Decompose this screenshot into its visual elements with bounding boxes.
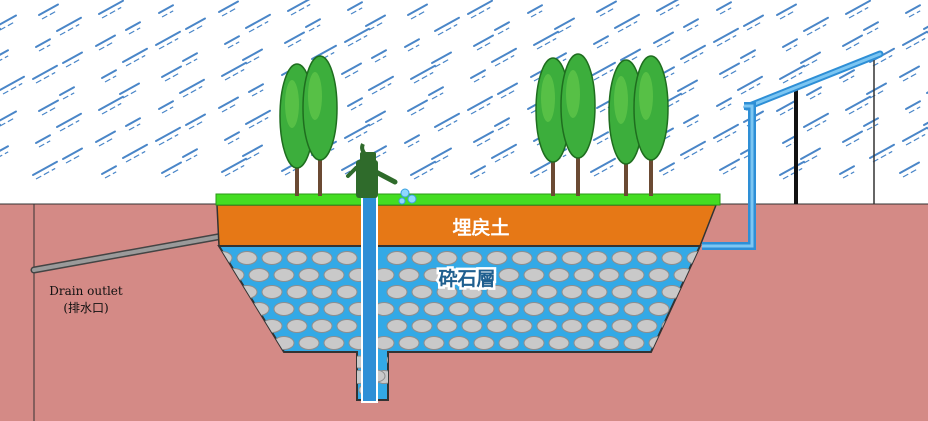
- tree-icon: [535, 57, 571, 196]
- tree-icon: [560, 53, 596, 196]
- tree-icon: [633, 55, 669, 196]
- backfill-label: 埋戻土: [452, 216, 509, 239]
- gravel-layer-label: 砕石層: [438, 268, 495, 290]
- tree-icon: [608, 59, 644, 196]
- downspout-icon: [702, 50, 884, 250]
- trees: [279, 53, 669, 196]
- drain-outlet-label: Drain outlet: [49, 284, 123, 298]
- drain-pipe-icon: [30, 230, 238, 274]
- well-pipe: [361, 195, 378, 403]
- hand-pump-icon: [346, 143, 417, 205]
- tree-icon: [302, 55, 338, 196]
- drain-outlet-jp-label: (排水口): [63, 301, 108, 315]
- grass-strip: [215, 193, 721, 206]
- gravel-pit: [217, 245, 702, 401]
